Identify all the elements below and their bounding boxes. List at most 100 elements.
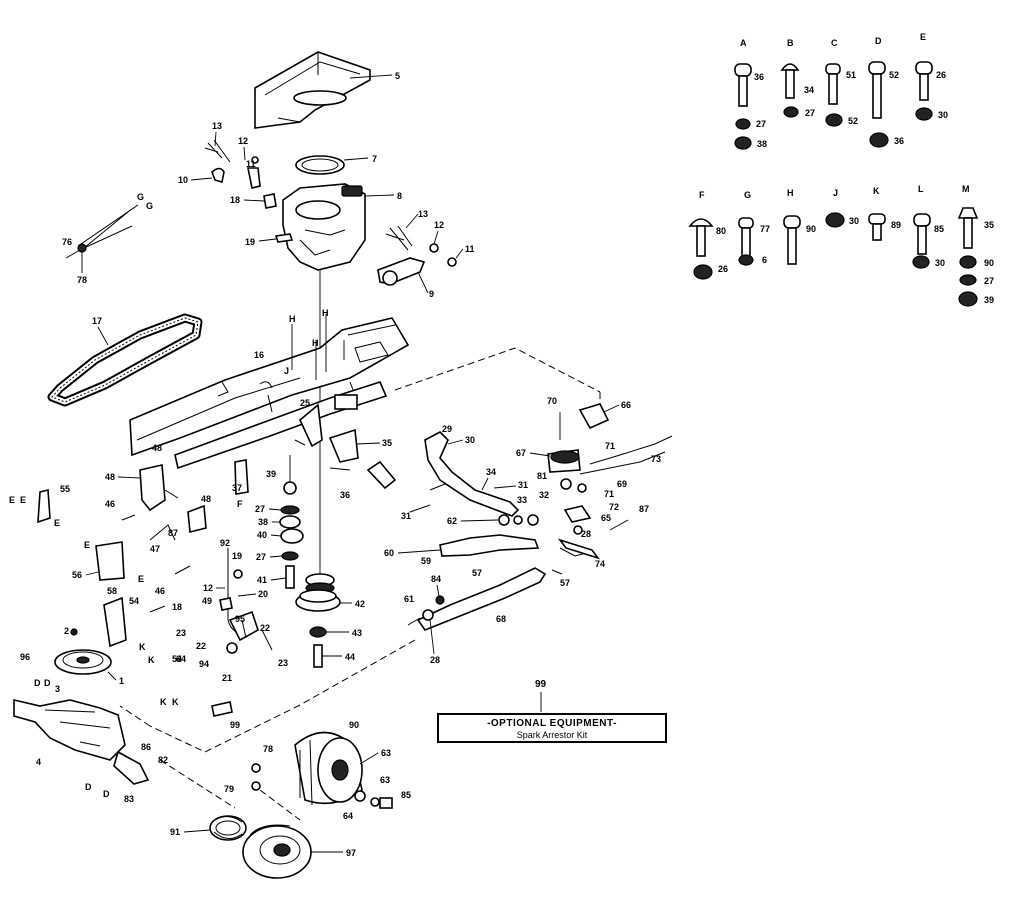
legend-washer-m — [959, 255, 977, 269]
shift-lever-group — [211, 548, 273, 717]
part-55-label: 55 — [60, 484, 70, 494]
part-22a-label: 22 — [260, 623, 270, 633]
part-28b-label: 28 — [581, 529, 591, 539]
throttle-11-label: 11 — [465, 244, 475, 254]
legend-nut-m — [958, 291, 978, 307]
engine-shroud — [254, 51, 371, 129]
part-e2-label: E — [20, 495, 26, 505]
part-12b-label: 12 — [203, 583, 213, 593]
legend-a-washer-label: 27 — [756, 119, 766, 129]
legend-letter-c: C — [831, 38, 838, 48]
legend-a-bolt-label: 36 — [754, 72, 764, 82]
throttle-linkage — [377, 225, 457, 286]
part-48a-label: 48 — [152, 443, 162, 453]
part-85-label: 85 — [401, 790, 411, 800]
part-33-label: 33 — [517, 495, 527, 505]
part-20-label: 20 — [258, 589, 268, 599]
part-56-label: 56 — [72, 570, 82, 580]
legend-k-bolt-label: 89 — [891, 220, 901, 230]
cable-g2-label: G — [146, 201, 153, 211]
optional-equipment-title: -OPTIONAL EQUIPMENT- — [487, 718, 617, 729]
choke-linkage — [204, 139, 261, 189]
legend-f-nut-label: 26 — [718, 264, 728, 274]
legend-m-lock-label: 27 — [984, 276, 994, 286]
legend-j-nut-label: 30 — [849, 216, 859, 226]
part-36-label: 36 — [340, 490, 350, 500]
legend-e-nut-label: 30 — [938, 110, 948, 120]
transaxle — [13, 628, 150, 785]
legend-letter-j: J — [833, 188, 838, 198]
part-74-label: 74 — [595, 559, 605, 569]
legend-e-bolt-label: 26 — [936, 70, 946, 80]
optional-equipment-ref: 99 — [535, 679, 547, 690]
part-3-label: 3 — [55, 684, 60, 694]
part-59-label: 59 — [421, 556, 431, 566]
right-linkage — [407, 403, 673, 631]
part-28a-label: 28 — [430, 655, 440, 665]
hardware-legend: A B C D E 36 27 38 34 27 51 52 — [688, 32, 994, 307]
part-57b-label: 57 — [560, 578, 570, 588]
legend-b-bolt-label: 34 — [804, 85, 814, 95]
part-29-label: 29 — [442, 424, 452, 434]
legend-g-nut-label: 6 — [762, 255, 767, 265]
part-71b-label: 71 — [604, 489, 614, 499]
part-23a-label: 23 — [176, 628, 186, 638]
part-66-label: 66 — [621, 400, 631, 410]
part-k3-label: K — [160, 697, 167, 707]
part-65-label: 65 — [601, 513, 611, 523]
legend-bolt-h — [783, 215, 801, 265]
choke-10-label: 10 — [178, 175, 188, 185]
part-f-label: F — [237, 499, 243, 509]
front-wheel-spring — [209, 815, 247, 841]
bracket-18 — [263, 193, 277, 209]
part-e5-label: E — [138, 574, 144, 584]
part-2-label: 2 — [64, 626, 69, 636]
part-97-label: 97 — [346, 848, 356, 858]
legend-a-nut-label: 38 — [757, 139, 767, 149]
legend-h-bolt-label: 90 — [806, 224, 816, 234]
part-64b-label: 64 — [343, 811, 353, 821]
part-38-label: 38 — [258, 517, 268, 527]
part-k4-label: K — [172, 697, 179, 707]
choke-12-label: 12 — [238, 136, 248, 146]
frame-h1-label: H — [289, 314, 296, 324]
part-e3-label: E — [54, 518, 60, 528]
part-87a-label: 87 — [168, 528, 178, 538]
part-54b-label: 54 — [172, 654, 182, 664]
part-39-label: 39 — [266, 469, 276, 479]
part-e4-label: E — [84, 540, 90, 550]
part-e1-label: E — [9, 495, 15, 505]
screw-19 — [274, 233, 294, 243]
part-64-label: 64 — [176, 654, 186, 664]
part-25-label: 25 — [300, 398, 310, 408]
legend-g-bolt-label: 77 — [760, 224, 770, 234]
part-d1-label: D — [34, 678, 41, 688]
part-31b-label: 31 — [401, 511, 411, 521]
legend-m-washer-label: 90 — [984, 258, 994, 268]
part-61-label: 61 — [404, 594, 414, 604]
legend-bolt-f — [688, 218, 714, 257]
part-18-label: 18 — [230, 195, 240, 205]
part-43-label: 43 — [352, 628, 362, 638]
engine-label: 8 — [397, 191, 402, 201]
part-68-label: 68 — [496, 614, 506, 624]
legend-lockwasher-m — [959, 274, 977, 286]
part-35-label: 35 — [382, 438, 392, 448]
legend-letter-g: G — [744, 190, 751, 200]
shroud-opening — [293, 90, 347, 106]
part-69-label: 69 — [617, 479, 627, 489]
front-wheel — [242, 824, 312, 879]
legend-bolt-l — [913, 213, 931, 255]
part-k1-label: K — [139, 642, 146, 652]
legend-letter-m: M — [962, 184, 970, 194]
part-90-label: 90 — [349, 720, 359, 730]
legend-bolt-k — [868, 213, 886, 241]
legend-bolt-d — [868, 61, 886, 119]
part-21-label: 21 — [222, 673, 232, 683]
main-frame — [129, 314, 410, 470]
part-d4-label: D — [103, 789, 110, 799]
legend-washer-b — [783, 106, 799, 118]
part-95-label: 95 — [235, 614, 245, 624]
part-92-label: 92 — [220, 538, 230, 548]
